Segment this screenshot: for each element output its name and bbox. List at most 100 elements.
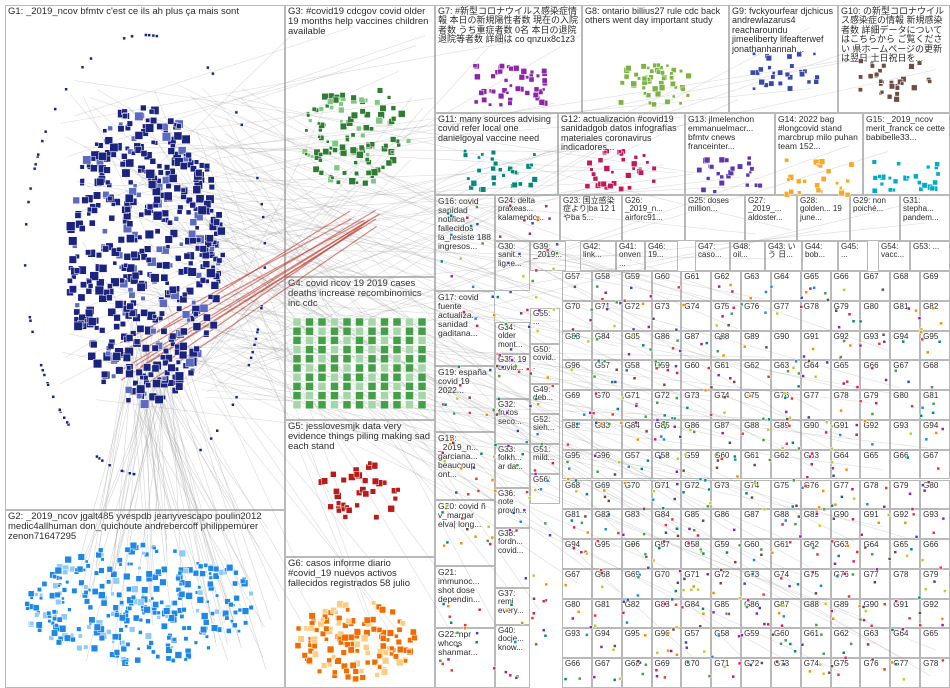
group-g86: G86 [681, 420, 711, 450]
group-g66: G66 [890, 450, 920, 480]
group-label: G7: #新型コロナウイルス感染症情報 本日の新規陽性者数 現在の入院者数 うち… [438, 7, 579, 45]
group-label: G58 [655, 452, 679, 460]
group-g86: G86 [711, 509, 741, 539]
group-g5: G5: jesslovesmjk data very evidence thin… [285, 420, 435, 557]
group-g93: G93 [920, 509, 950, 539]
group-g67: G67 [890, 360, 920, 390]
group-g51: G51: mild... [530, 444, 560, 474]
group-g72: G72 [711, 569, 741, 599]
group-g44: G44: bob... [802, 241, 838, 271]
group-label: G61 [744, 452, 768, 460]
group-label: G93 [923, 511, 947, 519]
group-g26: G26: _2019_n... airforc91... [622, 195, 685, 241]
group-label: G89 [744, 333, 768, 341]
group-g90: G90 [801, 420, 831, 450]
group-g85: G85 [622, 331, 652, 361]
group-g93: G93 [860, 331, 890, 361]
group-g75: G75 [771, 480, 801, 510]
group-g72: G72 [622, 301, 652, 331]
group-label: G88 [744, 422, 768, 430]
group-label: G67 [923, 452, 947, 460]
group-label: G76 [834, 571, 858, 579]
group-label: G85 [625, 333, 649, 341]
group-g15: G15: _2019_ncov merit_franck ce cette ba… [863, 113, 950, 195]
group-label: G65 [804, 273, 828, 281]
group-g57: G57 [622, 450, 652, 480]
group-g1: G1: _2019_ncov bfmtv c'est ce ils ah plu… [5, 5, 285, 510]
group-g96: G96 [562, 360, 592, 390]
group-g63: G63 [741, 271, 771, 301]
group-g60: G60 [711, 450, 741, 480]
group-label: G89 [774, 422, 798, 430]
group-label: G75 [804, 571, 828, 579]
group-g59: G59 [741, 628, 771, 658]
group-label: G78 [863, 482, 887, 490]
group-g63: G63 [831, 539, 861, 569]
group-label: G66 [893, 452, 917, 460]
group-g39: G39: _2019... [530, 241, 566, 271]
group-g70: G70 [652, 569, 682, 599]
group-g85: G85 [711, 599, 741, 629]
group-g79: G79 [831, 301, 861, 331]
group-label: G92 [893, 511, 917, 519]
group-label: G80 [923, 482, 947, 490]
group-label: G79 [923, 571, 947, 579]
group-label: G58 [684, 541, 708, 549]
group-label: G91 [834, 422, 858, 430]
group-g32: G32: frutos seco... [495, 399, 530, 444]
group-label: G62 [744, 362, 768, 370]
group-label: G62 [804, 541, 828, 549]
group-label: G62 [834, 630, 858, 638]
group-g80: G80 [890, 390, 920, 420]
group-label: G74 [774, 571, 798, 579]
group-g95: G95 [920, 331, 950, 361]
group-g24: G24: delta praxeas... kalamendo... [495, 195, 560, 241]
group-label: G64 [863, 541, 887, 549]
group-g13: G13: jlmelenchon emmanuelmacr... bfmtv c… [685, 113, 775, 195]
group-label: G87 [774, 601, 798, 609]
group-g92: G92 [860, 420, 890, 450]
group-label: G71 [714, 660, 738, 668]
group-g31: G31: stepha... pandem... [900, 195, 950, 241]
group-label: G65 [834, 362, 858, 370]
group-g92: G92 [831, 331, 861, 361]
group-g27: G27: _2019_... aldoster... [745, 195, 797, 241]
group-label: G67 [595, 660, 619, 668]
group-label: G1: _2019_ncov bfmtv c'est ce ils ah plu… [8, 7, 282, 17]
group-g83: G83 [592, 420, 622, 450]
group-label: G78 [834, 392, 858, 400]
group-label: G57 [625, 452, 649, 460]
group-g58: G58 [622, 360, 652, 390]
group-label: G72 [744, 660, 768, 668]
group-label: G96 [595, 452, 619, 460]
group-label: G63 [744, 273, 768, 281]
group-label: G82 [923, 303, 947, 311]
group-g87: G87 [771, 599, 801, 629]
group-g52: G52: sieh... [530, 414, 560, 444]
group-g89: G89 [801, 509, 831, 539]
group-label: G66 [923, 541, 947, 549]
group-g69: G69 [652, 658, 682, 688]
group-g93: G93 [562, 628, 592, 658]
group-g79: G79 [890, 480, 920, 510]
group-g6: G6: casos informe diario #covid_19 nuevo… [285, 557, 435, 688]
group-label: G63 [863, 630, 887, 638]
group-g92: G92 [920, 599, 950, 629]
group-label: G39: _2019... [533, 243, 563, 260]
network-node [532, 574, 535, 577]
group-label: G62 [714, 273, 738, 281]
group-g34: G34: older mont... [495, 322, 530, 354]
group-label: G91 [804, 333, 828, 341]
group-g57: G57 [652, 539, 682, 569]
group-g61: G61 [711, 360, 741, 390]
group-label: G59 [625, 273, 649, 281]
group-g78: G78 [890, 569, 920, 599]
group-label: G73 [714, 482, 738, 490]
group-g38: G38: fordn... covid... [495, 528, 530, 588]
group-g16: G16: covid sanidad notifica fallecidos l… [435, 195, 495, 291]
group-label: G43: いう 日... [768, 243, 799, 260]
group-label: G69 [923, 273, 947, 281]
network-node [532, 612, 535, 615]
group-g85: G85 [681, 509, 711, 539]
group-label: G87 [744, 511, 768, 519]
